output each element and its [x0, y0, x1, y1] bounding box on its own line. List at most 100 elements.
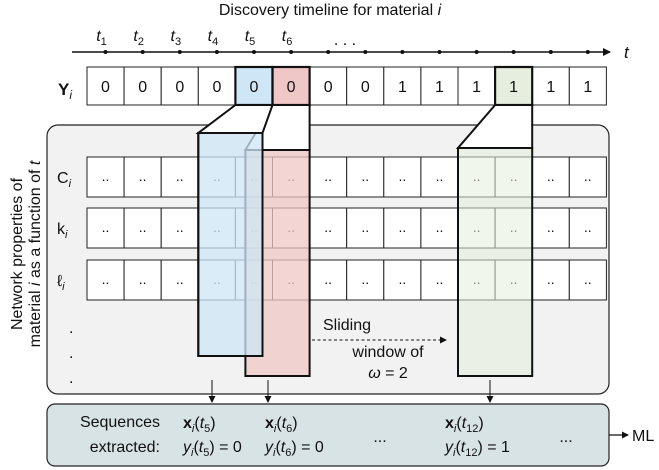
y-cell-value: 1: [398, 79, 407, 96]
y-cell-value: 1: [435, 79, 444, 96]
network-cell-value: ..: [176, 219, 184, 235]
y-cell: [86, 66, 125, 106]
network-cell-value: ..: [324, 168, 332, 184]
timeline-tick-label: t3: [171, 28, 182, 48]
sequence-x: xi(t12): [445, 415, 484, 435]
network-cell: [86, 259, 125, 301]
y-cell-value: 0: [250, 79, 259, 96]
network-cell: [568, 259, 607, 301]
network-cell: [86, 207, 125, 249]
network-cell: [160, 156, 199, 198]
network-cell-value: ..: [399, 271, 407, 287]
sequences-ellipsis: ...: [559, 429, 572, 446]
sliding-note-line-2: window of: [351, 344, 424, 361]
timeline-tick-label: t6: [282, 28, 293, 48]
y-cell: [494, 66, 533, 106]
network-side-label-1: Network properties of: [9, 177, 26, 330]
y-cell-value: 0: [175, 79, 184, 96]
y-cell: [531, 66, 570, 106]
network-cell: [160, 207, 199, 249]
sliding-note-line-1: Sliding: [323, 317, 371, 334]
timeline-tick-label: t1: [96, 28, 107, 48]
network-cell-value: ..: [584, 168, 592, 184]
network-cell-value: ..: [102, 219, 110, 235]
y-cell: [568, 66, 607, 106]
network-cell-value: ..: [176, 271, 184, 287]
y-cell-value: 1: [509, 79, 518, 96]
network-cell-value: ..: [399, 219, 407, 235]
y-cell-value: 0: [138, 79, 147, 96]
timeline-dot: [252, 50, 256, 54]
network-cell: [383, 259, 422, 301]
network-cell: [123, 207, 162, 249]
timeline-dot: [437, 50, 442, 54]
y-cell-value: 1: [546, 79, 555, 96]
window-outline: [197, 132, 264, 357]
timeline-dot: [511, 50, 516, 54]
network-cell-value: ..: [584, 219, 592, 235]
window-rect: [197, 132, 264, 357]
network-row-label: ki: [57, 221, 68, 241]
timeline-dot: [214, 50, 219, 54]
network-cell-value: ..: [399, 168, 407, 184]
network-cell-value: ..: [324, 271, 332, 287]
network-cell-value: ..: [361, 271, 369, 287]
network-cell: [123, 156, 162, 198]
y-cell-value: 1: [472, 79, 481, 96]
network-cell: [123, 259, 162, 301]
timeline-dot: [326, 50, 331, 54]
output-label: ML: [632, 428, 654, 445]
sequence-x: xi(t6): [265, 415, 298, 435]
y-cell-value: 0: [212, 79, 221, 96]
y-cell-value: 0: [361, 79, 370, 96]
y-row-label: Yi: [58, 80, 72, 102]
window-rect: [457, 147, 534, 377]
sequence-y: yi(t5) = 0: [182, 439, 242, 459]
network-cell-value: ..: [102, 168, 110, 184]
network-side-label-2: material i as a function of t: [27, 160, 44, 347]
timeline-dot: [548, 50, 553, 54]
network-cell: [420, 207, 459, 249]
window-funnel: [195, 104, 274, 134]
network-cell-value: ..: [139, 271, 147, 287]
timeline-tick-label: t4: [208, 28, 219, 48]
sequence-y: yi(t12) = 1: [444, 439, 510, 459]
network-cell-value: ..: [584, 271, 592, 287]
network-cell-value: ..: [361, 219, 369, 235]
network-cell: [383, 156, 422, 198]
timeline-dot: [400, 50, 405, 54]
vertical-ellipsis-dot: .: [69, 320, 73, 337]
network-cell: [420, 156, 459, 198]
sliding-note-line-3: ω = 2: [368, 365, 408, 382]
network-cell: [346, 156, 385, 198]
network-cell-value: ..: [436, 219, 444, 235]
diagram-title: Discovery timeline for material i: [219, 2, 442, 19]
y-cell: [420, 66, 459, 106]
network-cell: [568, 156, 607, 198]
y-cell: [383, 66, 422, 106]
sequence-items: xi(t5)yi(t5) = 0xi(t6)yi(t6) = 0xi(t12)y…: [182, 415, 510, 459]
network-cell-value: ..: [102, 271, 110, 287]
timeline-dot: [363, 50, 368, 54]
timeline-axis-label: t: [624, 43, 630, 62]
network-cell: [160, 259, 199, 301]
y-cell-value: 1: [583, 79, 592, 96]
timeline-dot: [474, 50, 479, 54]
network-cell-value: ..: [436, 168, 444, 184]
network-cell: [309, 156, 348, 198]
timeline-dot: [177, 50, 182, 54]
network-cell-value: ..: [139, 219, 147, 235]
timeline-tick-label: t5: [245, 28, 256, 48]
network-cell-value: ..: [139, 168, 147, 184]
y-cell-value: 0: [287, 79, 296, 96]
sequence-x: xi(t5): [183, 415, 216, 435]
vertical-ellipsis-dot: .: [69, 370, 73, 387]
timeline-ellipsis: . . .: [334, 32, 356, 49]
network-cell-value: ..: [176, 168, 184, 184]
sliding-windows: [195, 104, 534, 377]
network-cell-value: ..: [324, 219, 332, 235]
y-cell: [309, 66, 348, 106]
y-cell-value: 0: [324, 79, 333, 96]
